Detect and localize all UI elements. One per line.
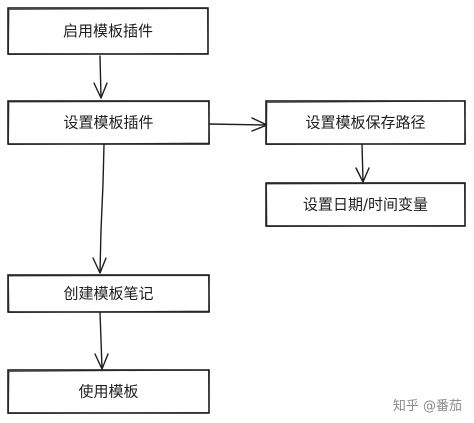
edge-save-path-to-datetime bbox=[355, 143, 370, 183]
edge-configure-to-create-note bbox=[92, 143, 107, 274]
node-set-save-path-label: 设置模板保存路径 bbox=[305, 114, 425, 132]
node-set-datetime-vars-label: 设置日期/时间变量 bbox=[303, 196, 428, 214]
node-use-template: 使用模板 bbox=[7, 369, 210, 414]
node-enable-plugin-label: 启用模板插件 bbox=[63, 22, 153, 40]
node-set-save-path: 设置模板保存路径 bbox=[265, 100, 466, 145]
edge-configure-to-save-path bbox=[208, 117, 268, 132]
node-configure-plugin: 设置模板插件 bbox=[7, 100, 210, 145]
edge-enable-to-configure bbox=[93, 55, 108, 99]
node-set-datetime-vars: 设置日期/时间变量 bbox=[265, 182, 466, 227]
node-create-note-label: 创建模板笔记 bbox=[63, 285, 153, 303]
edge-create-note-to-use-template bbox=[94, 311, 109, 370]
node-configure-plugin-label: 设置模板插件 bbox=[63, 114, 153, 132]
node-enable-plugin: 启用模板插件 bbox=[7, 7, 209, 55]
node-create-note: 创建模板笔记 bbox=[7, 274, 210, 313]
watermark: 知乎 @番茄 bbox=[392, 399, 462, 414]
node-use-template-label: 使用模板 bbox=[78, 383, 138, 401]
